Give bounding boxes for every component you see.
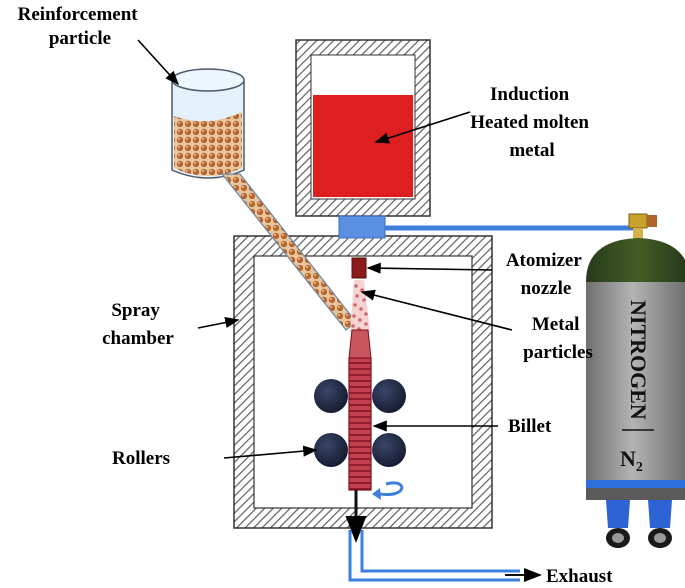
leader-lines	[137, 39, 513, 459]
label-billet: Billet	[508, 416, 552, 437]
cylinder-body	[586, 282, 685, 480]
roller-top-right	[372, 379, 406, 413]
cylinder-cap	[586, 238, 685, 282]
leader-reinforcement	[137, 39, 180, 86]
leader-spray-chamber	[197, 317, 240, 329]
label-reinforcement-particle: Reinforcement particle	[18, 4, 143, 49]
furnace-outlet	[338, 215, 386, 239]
roller-bottom-left	[314, 433, 348, 467]
label-rollers: Rollers	[112, 448, 170, 469]
exhaust-pipe	[345, 490, 542, 582]
label-induction-heated-molten-metal: Induction Heated molten metal	[470, 84, 593, 161]
rollers	[314, 379, 406, 467]
leader-induction	[374, 111, 471, 144]
reinforcement-hopper	[171, 68, 245, 179]
billet	[348, 329, 372, 491]
nitrogen-cylinder: NITROGEN N2	[586, 213, 685, 548]
label-spray-chamber: Spray chamber	[102, 300, 174, 349]
roller-top-left	[314, 379, 348, 413]
labels: Reinforcement particle Induction Heated …	[18, 4, 614, 587]
rotation-arrow-icon	[372, 481, 404, 500]
label-atomizer-nozzle: Atomizer nozzle	[506, 250, 586, 299]
cylinder-foot-left	[606, 500, 630, 528]
leader-rollers	[223, 445, 318, 459]
label-metal-particles: Metal particles	[523, 314, 593, 363]
atomizer-nozzle	[351, 257, 367, 279]
label-exhaust: Exhaust	[546, 566, 613, 587]
cylinder-valve	[628, 213, 648, 229]
molten-metal	[313, 95, 413, 197]
cylinder-name: NITROGEN	[626, 300, 651, 420]
cylinder-foot-right	[648, 500, 672, 528]
roller-bottom-right	[372, 433, 406, 467]
induction-furnace	[295, 39, 431, 239]
cylinder-formula: N2	[620, 446, 643, 475]
leader-atomizer	[366, 262, 493, 274]
leader-metal-particles	[360, 289, 513, 331]
